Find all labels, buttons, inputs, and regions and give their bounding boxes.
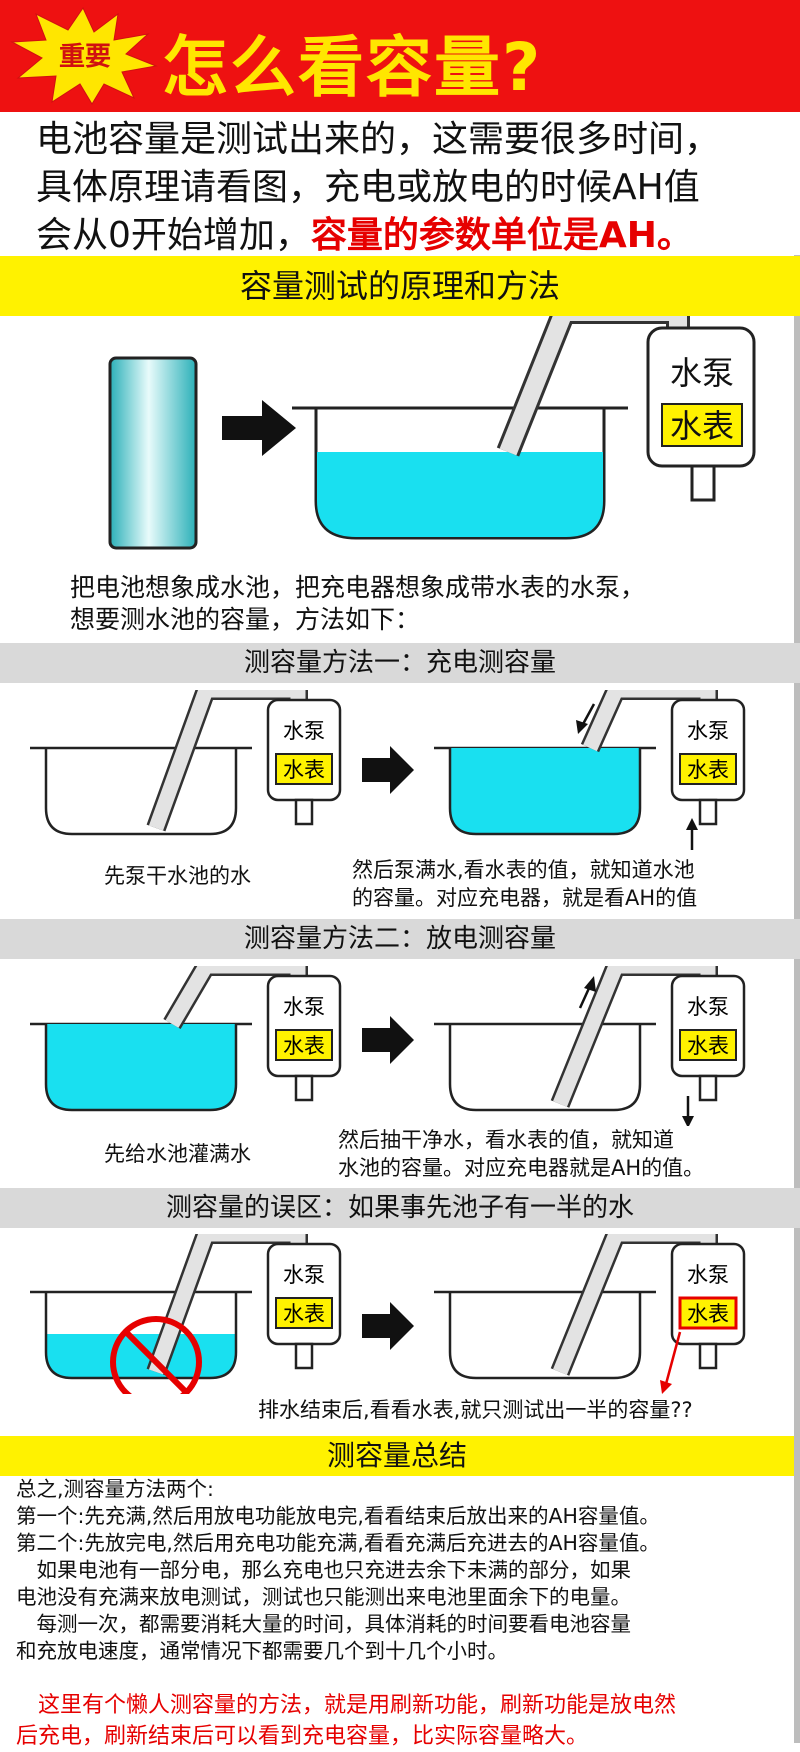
intro-line: 会从0开始增加，容量的参数单位是AH。: [36, 215, 693, 256]
summary-body: 总之,测容量方法两个: 第一个:先充满,然后用放电功能放电完,看看结束后放出来的…: [16, 1476, 786, 1665]
important-badge: 重要: [58, 42, 111, 72]
caption-line: 然后抽干净水，看水表的值，就知道: [338, 1128, 674, 1152]
method1-heading: 测容量方法一：充电测容量: [0, 643, 800, 683]
pump-icon: 水泵 水表: [266, 974, 342, 1102]
burst-star-icon: [10, 6, 158, 105]
top-banner: [0, 0, 800, 112]
method2-left-caption: 先给水池灌满水: [104, 1142, 251, 1166]
outflow-arrow-icon: [578, 985, 592, 1009]
summary-line: 和充放电速度，通常情况下都需要几个到十几个小时。: [16, 1639, 508, 1663]
pump-label: 水泵: [283, 719, 325, 743]
principle-diagram: 水泵 水表: [108, 316, 756, 550]
pump-icon: 水泵 水表: [646, 326, 756, 502]
caption-line: 的容量。对应充电器，就是看AH的值: [352, 886, 698, 910]
battery-icon: [108, 356, 198, 550]
prohibited-icon: [110, 1316, 202, 1394]
summary-line: 每测一次，都需要消耗大量的时间，具体消耗的时间要看电池容量: [16, 1612, 631, 1636]
page-right-shadow: [794, 255, 800, 1743]
pump-label: 水泵: [687, 719, 729, 743]
arrow-right-icon: [362, 746, 414, 794]
caption-line: 水池的容量。对应充电器就是AH的值。: [338, 1156, 705, 1180]
summary-red-line: 后充电，刷新结束后可以看到充电容量，比实际容量略大。: [16, 1724, 589, 1749]
intro-line: 具体原理请看图，充电或放电的时候AH值: [36, 167, 700, 208]
summary-line: 第一个:先充满,然后用放电功能放电完,看看结束后放出来的AH容量值。: [16, 1504, 660, 1528]
mistake-diagram: 水泵 水表 水泵 水表: [30, 1234, 746, 1394]
mistake-caption: 排水结束后,看看水表,就只测试出一半的容量??: [258, 1398, 693, 1422]
summary-line: 总之,测容量方法两个:: [16, 1477, 214, 1501]
meter-label: 水表: [670, 407, 734, 445]
inflow-arrow-icon: [580, 703, 596, 727]
pump-icon: 水泵 水表: [266, 698, 342, 826]
summary-line: 第二个:先放完电,然后用充电功能充满,看看充满后充进去的AH容量值。: [16, 1531, 660, 1555]
pump-label: 水泵: [283, 995, 325, 1019]
pump-label: 水泵: [283, 1263, 325, 1287]
water-fill: [317, 452, 603, 537]
pump-label: 水泵: [687, 1263, 729, 1287]
mistake-heading: 测容量的误区：如果事先池子有一半的水: [0, 1188, 800, 1228]
meter-label: 水表: [283, 1034, 325, 1058]
pointer-arrow-icon: [664, 1331, 682, 1385]
intro-highlight: 容量的参数单位是AH。: [310, 215, 693, 256]
meter-label: 水表: [687, 758, 729, 782]
arrow-right-icon: [362, 1302, 414, 1350]
pump-icon: 水泵 水表: [670, 698, 746, 826]
pump-label: 水泵: [687, 995, 729, 1019]
meter-label: 水表: [283, 758, 325, 782]
intro-paragraph: 电池容量是测试出来的，这需要很多时间， 具体原理请看图，充电或放电的时候AH值 …: [36, 116, 776, 260]
summary-heading: 测容量总结: [0, 1436, 794, 1476]
pump-label: 水泵: [670, 354, 734, 392]
pump-icon: 水泵 水表: [670, 974, 746, 1102]
principle-heading: 容量测试的原理和方法: [0, 256, 800, 316]
method2-right-caption: 然后抽干净水，看水表的值，就知道 水池的容量。对应充电器就是AH的值。: [338, 1126, 794, 1182]
method1-right-caption: 然后泵满水,看水表的值，就知道水池 的容量。对应充电器，就是看AH的值: [352, 856, 792, 912]
pump-icon: 水泵 水表: [670, 1242, 746, 1370]
caption-line: 然后泵满水,看水表的值，就知道水池: [352, 858, 695, 882]
principle-caption: 把电池想象成水池，把充电器想象成带水表的水泵， 想要测水池的容量，方法如下：: [70, 572, 790, 636]
meter-label: 水表: [283, 1302, 325, 1326]
page-title: 怎么看容量?: [162, 29, 543, 106]
meter-label: 水表: [687, 1034, 729, 1058]
intro-line: 电池容量是测试出来的，这需要很多时间，: [36, 119, 721, 160]
method1-diagram: 水泵 水表 水泵 水表: [30, 690, 746, 850]
method2-diagram: 水泵 水表 水泵 水表: [30, 966, 746, 1126]
method2-heading: 测容量方法二：放电测容量: [0, 919, 800, 959]
summary-red-line: 这里有个懒人测容量的方法，就是用刷新功能，刷新功能是放电然: [16, 1693, 677, 1718]
summary-line: 电池没有充满来放电测试，测试也只能测出来电池里面余下的电量。: [16, 1585, 631, 1609]
principle-caption-line: 把电池想象成水池，把充电器想象成带水表的水泵，: [70, 573, 646, 602]
summary-line: 如果电池有一部分电，那么充电也只充进去余下未满的部分，如果: [16, 1558, 631, 1582]
method1-left-caption: 先泵干水池的水: [104, 864, 251, 888]
arrow-right-icon: [222, 400, 296, 456]
pump-icon: 水泵 水表: [266, 1242, 342, 1370]
arrow-right-icon: [362, 1016, 414, 1064]
principle-caption-line: 想要测水池的容量，方法如下：: [70, 605, 421, 634]
meter-label: 水表: [687, 1302, 729, 1326]
